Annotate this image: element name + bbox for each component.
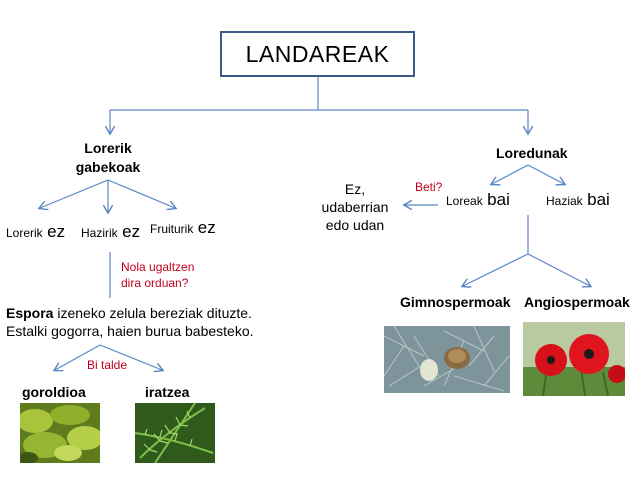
moss-photo: [20, 403, 100, 463]
left-item-1: Lorerik ez: [6, 222, 65, 242]
spore-rest: izeneko zelula bereziak dituzte.: [53, 305, 252, 321]
left-item-2-neg: ez: [122, 222, 141, 241]
answer-line1: Ez,: [344, 181, 366, 197]
group-goroldioa: goroldioa: [22, 384, 86, 400]
spore-bold: Espora: [6, 305, 54, 321]
question-line1: Nola ugaltzen: [121, 260, 195, 274]
line-right-fan-1: [492, 164, 529, 184]
title-text: LANDAREAK: [245, 40, 390, 67]
left-item-1-word: Lorerik: [6, 226, 43, 240]
question-line2: dira orduan?: [121, 276, 189, 290]
line-talde-2: [99, 344, 162, 370]
left-item-3-word: Fruiturik: [150, 222, 194, 236]
line-left-fan-3: [107, 179, 175, 208]
right-branch-label: Loredunak: [496, 145, 568, 161]
left-item-3: Fruiturik ez: [150, 218, 216, 238]
right-item-2-word: Haziak: [546, 194, 583, 208]
line-angio: [527, 253, 590, 286]
left-item-2: Hazirik ez: [81, 222, 140, 242]
left-item-1-neg: ez: [47, 222, 66, 241]
line-left-fan-1: [40, 179, 109, 208]
right-item-2: Haziak bai: [546, 190, 610, 210]
left-branch-label-line2: gabekoak: [75, 159, 141, 175]
line-right-fan-2: [527, 164, 564, 184]
left-branch-label-line1: Lorerik: [84, 140, 132, 156]
spore-line2: Estalki gogorra, haien burua babesteko.: [6, 323, 254, 339]
left-branch-label: Lorerik gabekoak: [70, 139, 146, 177]
poppy-photo: [523, 322, 625, 396]
question-how-reproduce: Nola ugaltzen dira orduan?: [121, 259, 194, 291]
fern-photo: [135, 403, 215, 463]
answer-line2: udaberrian: [321, 199, 389, 215]
right-item-2-pos: bai: [587, 190, 610, 209]
spore-description: Espora izeneko zelula bereziak dituzte. …: [6, 304, 286, 340]
groups-label: Bi talde: [87, 358, 128, 372]
line-talde-1: [55, 344, 101, 370]
group-angiospermoak: Angiospermoak: [524, 294, 630, 310]
question-always: Beti?: [415, 180, 443, 194]
answer-spring-summer: Ez, udaberrian edo udan: [312, 180, 398, 234]
answer-line3: edo udan: [325, 217, 385, 233]
left-item-2-word: Hazirik: [81, 226, 118, 240]
group-iratzea: iratzea: [145, 384, 190, 400]
left-item-3-neg: ez: [197, 218, 216, 237]
conifer-photo: [384, 326, 510, 393]
right-item-1-word: Loreak: [446, 194, 483, 208]
right-item-1: Loreak bai: [446, 190, 510, 210]
line-gimno: [463, 253, 529, 286]
group-gimnospermoak: Gimnospermoak: [400, 294, 511, 310]
right-item-1-pos: bai: [487, 190, 510, 209]
title-box: LANDAREAK: [220, 31, 415, 77]
